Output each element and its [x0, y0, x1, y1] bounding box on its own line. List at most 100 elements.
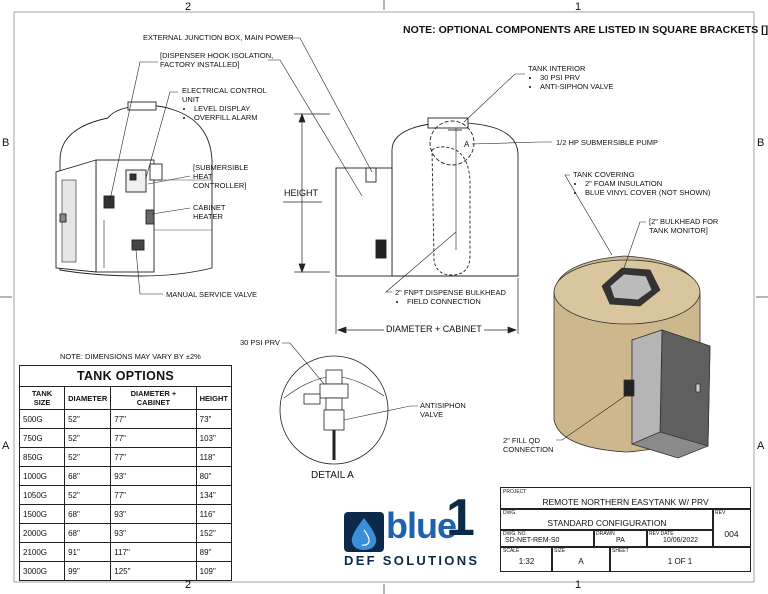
tb-dwg-no-label: DWG. NO. [503, 531, 527, 537]
tb-project-cell: PROJECT REMOTE NORTHERN EASYTANK W/ PRV [500, 487, 751, 510]
table-cell: 2100G [18, 542, 66, 562]
tb-dwg-no-cell: DWG. NO. SD-NET-REM-S0 [500, 529, 595, 548]
table-cell: 68" [64, 466, 112, 486]
bullet-level-display: LEVEL DISPLAY [194, 104, 267, 113]
grid-right-a: A [757, 440, 765, 452]
label-heat-controller: [SUBMERSIBLE HEAT CONTROLLER] [193, 163, 248, 190]
table-cell: 52" [64, 485, 112, 505]
label-dispense-bulkhead: 2" FNPT DISPENSE BULKHEAD FIELD CONNECTI… [395, 288, 506, 306]
table-cell: 89" [195, 542, 233, 562]
dimensions-note: NOTE: DIMENSIONS MAY VARY BY ±2% [60, 352, 201, 361]
table-cell: 91" [64, 542, 112, 562]
label-bulkhead-monitor: [2" BULKHEAD FOR TANK MONITOR] [649, 217, 718, 235]
table-cell: 80" [195, 466, 233, 486]
label-heat-controller-line3: CONTROLLER] [193, 181, 247, 190]
grid-top-right: 1 [575, 1, 582, 13]
leader-lines [109, 37, 646, 441]
tank-options-table: TANK OPTIONS TANK SIZE DIAMETER DIAMETER… [18, 365, 233, 581]
label-cabinet-heater: CABINET HEATER [193, 203, 226, 221]
label-antisiphon: ANTISIPHON VALVE [420, 401, 466, 419]
grid-right-b: B [757, 137, 765, 149]
tb-sheet-cell: SHEET 1 OF 1 [609, 546, 751, 572]
bullet-vinyl-cover: BLUE VINYL COVER (NOT SHOWN) [585, 188, 710, 197]
table-cell: 52" [64, 447, 112, 467]
label-bulkhead-line2: TANK MONITOR] [649, 226, 708, 235]
grid-top-left: 2 [185, 1, 192, 13]
header-diameter-cabinet: DIAMETER + CABINET [110, 386, 197, 410]
tb-rev-date-label: REV DATE [649, 531, 674, 537]
table-cell: 1000G [18, 466, 66, 486]
bullet-anti-siphon: ANTI-SIPHON VALVE [540, 82, 614, 91]
label-manual-valve: MANUAL SERVICE VALVE [166, 290, 258, 299]
tb-scale-value: 1:32 [518, 557, 535, 566]
detail-a-view [279, 355, 389, 465]
table-cell: 152" [195, 523, 233, 543]
table-cell: 109" [195, 561, 233, 581]
tb-rev-date-value: 10/06/2022 [663, 537, 699, 544]
label-control-unit: ELECTRICAL CONTROL UNIT LEVEL DISPLAY OV… [182, 86, 267, 122]
header-tank-size: TANK SIZE [18, 386, 66, 410]
table-cell: 3000G [18, 561, 66, 581]
table-cell: 850G [18, 447, 66, 467]
table-cell: 77" [110, 428, 197, 448]
label-cabinet-heater-line2: HEATER [193, 212, 223, 221]
optional-components-note: NOTE: OPTIONAL COMPONENTS ARE LISTED IN … [403, 24, 768, 36]
tb-drawn-label: DRAWN [596, 531, 615, 537]
table-cell: 118" [195, 447, 233, 467]
table-cell: 77" [110, 447, 197, 467]
grid-left-b: B [2, 137, 10, 149]
tb-size-cell: SIZE A [551, 546, 611, 572]
table-cell: 77" [110, 485, 197, 505]
label-control-unit-line2: UNIT [182, 95, 200, 104]
table-cell: 750G [18, 428, 66, 448]
label-cabinet-heater-line1: CABINET [193, 203, 226, 212]
bullet-prv: 30 PSI PRV [540, 73, 614, 82]
label-tank-covering-title: TANK COVERING [573, 170, 635, 179]
tb-scale-cell: SCALE 1:32 [500, 546, 553, 572]
table-cell: 1050G [18, 485, 66, 505]
table-cell: 93" [110, 523, 197, 543]
table-cell: 73" [195, 409, 233, 429]
tb-size-label: SIZE [554, 548, 566, 554]
label-bulkhead-line1: [2" BULKHEAD FOR [649, 217, 719, 226]
table-cell: 52" [64, 409, 112, 429]
table-cell: 68" [64, 523, 112, 543]
tb-rev-date-cell: REV DATE 10/06/2022 [646, 529, 714, 548]
tank-options-title: TANK OPTIONS [19, 365, 232, 386]
table-header-row: TANK SIZE DIAMETER DIAMETER + CABINET HE… [18, 386, 233, 410]
label-antisiphon-line1: ANTISIPHON [420, 401, 466, 410]
label-dispense-bulkhead-title: 2" FNPT DISPENSE BULKHEAD [395, 288, 506, 297]
table-cell: 77" [110, 409, 197, 429]
logo-drop-icon [344, 512, 384, 552]
table-cell: 134" [195, 485, 233, 505]
bullet-foam-insulation: 2" FOAM INSULATION [585, 179, 710, 188]
grid-bottom-left: 2 [185, 579, 192, 591]
label-tank-interior-title: TANK INTERIOR [528, 64, 586, 73]
table-cell: 93" [110, 504, 197, 524]
logo-tagline: DEF SOLUTIONS [344, 553, 480, 568]
bullet-overfill-alarm: OVERFILL ALARM [194, 113, 267, 122]
label-heat-controller-line2: HEAT [193, 172, 213, 181]
label-fill-qd-line2: CONNECTION [503, 445, 554, 454]
table-cell: 68" [64, 504, 112, 524]
label-junction-box: EXTERNAL JUNCTION BOX, MAIN POWER [143, 33, 294, 42]
tb-sheet-value: 1 OF 1 [667, 557, 693, 566]
tb-sheet-label: SHEET [612, 548, 629, 554]
table-cell: 103" [195, 428, 233, 448]
logo-numeral: 1 [446, 489, 475, 547]
label-pump: 1/2 HP SUBMERSIBLE PUMP [556, 138, 658, 147]
table-cell: 117" [110, 542, 197, 562]
grid-bottom-right: 1 [575, 579, 582, 591]
label-fill-qd-line1: 2" FILL QD [503, 436, 540, 445]
table-cell: 125" [110, 561, 197, 581]
label-heat-controller-line1: [SUBMERSIBLE [193, 163, 249, 172]
bullet-field-connection: FIELD CONNECTION [407, 297, 506, 306]
label-fill-qd: 2" FILL QD CONNECTION [503, 436, 553, 454]
label-dispenser-hook-line1: [DISPENSER HOOK ISOLATION, [160, 51, 274, 60]
